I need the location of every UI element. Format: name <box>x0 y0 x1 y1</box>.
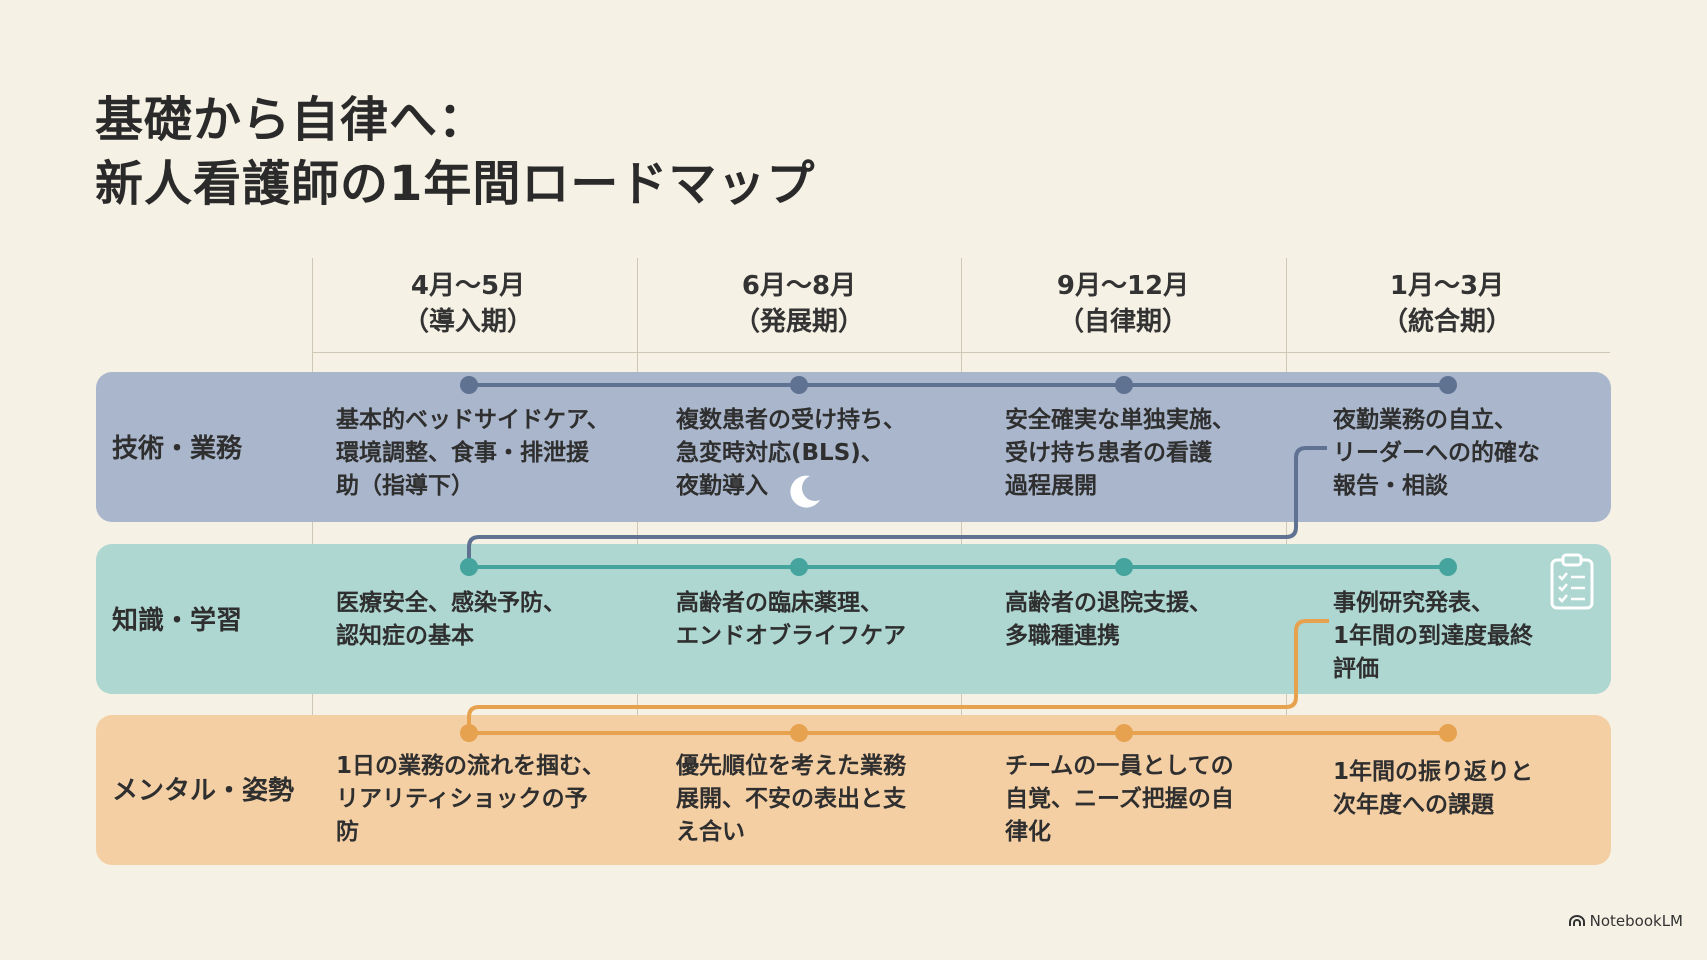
cell-line: 防 <box>336 819 359 845</box>
row-label-knowledge: 知識・学習 <box>112 606 243 636</box>
cell-line: 医療安全、感染予防、 <box>336 590 566 616</box>
cell-line: 評価 <box>1333 656 1379 682</box>
cell-line: 展開、不安の表出と支 <box>676 786 906 812</box>
row-label-skills: 技術・業務 <box>112 434 243 464</box>
cell-line: 複数患者の受け持ち、 <box>676 407 906 433</box>
cell-line: チームの一員としての <box>1005 753 1234 779</box>
title-line-1: 基礎から自律へ： <box>95 92 488 148</box>
cell-line: 1日の業務の流れを掴む、 <box>336 753 606 779</box>
cell-knowledge-sep-dec: 高齢者の退院支援、 多職種連携 <box>1005 587 1295 653</box>
cell-line: 急変時対応(BLS)、 <box>676 440 884 466</box>
cell-line: 基本的ベッドサイドケア、 <box>336 407 610 433</box>
cell-line: 1年間の振り返りと <box>1333 759 1534 785</box>
cell-line: 1年間の到達度最終 <box>1333 623 1534 649</box>
column-period: 4月〜5月 <box>410 271 526 301</box>
timeline-node <box>790 724 808 742</box>
timeline-node <box>460 724 478 742</box>
brand-label: NotebookLM <box>1589 912 1683 930</box>
cell-line: 自覚、ニーズ把握の自 <box>1005 786 1234 812</box>
timeline-node <box>1115 376 1133 394</box>
column-period: 9月〜12月 <box>1056 271 1190 301</box>
column-phase: （自律期） <box>1057 307 1188 337</box>
moon-icon <box>790 475 820 508</box>
cell-line: 優先順位を考えた業務 <box>676 753 906 779</box>
cell-knowledge-jan-mar: 事例研究発表、 1年間の到達度最終 評価 <box>1333 587 1623 686</box>
column-header-jun-aug: 6月〜8月 （発展期） <box>649 268 949 340</box>
row-band-mental <box>96 715 1611 865</box>
timeline-node <box>1439 558 1457 576</box>
cell-line: リーダーへの的確な <box>1333 440 1540 466</box>
cell-skills-jan-mar: 夜勤業務の自立、 リーダーへの的確な 報告・相談 <box>1333 404 1623 503</box>
column-period: 1月〜3月 <box>1389 271 1505 301</box>
column-phase: （導入期） <box>402 307 533 337</box>
header-divider <box>312 352 1610 353</box>
timeline-node <box>790 376 808 394</box>
cell-knowledge-apr-may: 医療安全、感染予防、 認知症の基本 <box>336 587 626 653</box>
clipboard-checklist-icon <box>1550 553 1594 610</box>
page-title: 基礎から自律へ： 新人看護師の1年間ロードマップ <box>95 88 815 216</box>
connector-knowledge-to-mental <box>467 619 1329 733</box>
cell-mental-jun-aug: 優先順位を考えた業務 展開、不安の表出と支 え合い <box>676 750 966 849</box>
row-band-skills <box>96 372 1611 522</box>
cell-line: 律化 <box>1005 819 1051 845</box>
cell-skills-sep-dec: 安全確実な単独実施、 受け持ち患者の看護 過程展開 <box>1005 404 1295 503</box>
column-phase: （発展期） <box>733 307 864 337</box>
cell-line: 多職種連携 <box>1005 623 1120 649</box>
timeline-node <box>1439 376 1457 394</box>
timeline-node <box>460 558 478 576</box>
column-period: 6月〜8月 <box>741 271 857 301</box>
cell-line: 高齢者の退院支援、 <box>1005 590 1212 616</box>
notebooklm-logo-icon <box>1568 915 1585 926</box>
cell-line: 助（指導下） <box>336 473 474 499</box>
cell-line: 高齢者の臨床薬理、 <box>676 590 883 616</box>
cell-line: え合い <box>676 819 745 845</box>
cell-skills-apr-may: 基本的ベッドサイドケア、 環境調整、食事・排泄援 助（指導下） <box>336 404 626 503</box>
title-line-2: 新人看護師の1年間ロードマップ <box>95 156 816 212</box>
timeline-node <box>790 558 808 576</box>
cell-mental-apr-may: 1日の業務の流れを掴む、 リアリティショックの予 防 <box>336 750 626 849</box>
row-label-mental: メンタル・姿勢 <box>112 776 295 806</box>
column-header-sep-dec: 9月〜12月 （自律期） <box>973 268 1273 340</box>
cell-mental-jan-mar: 1年間の振り返りと 次年度への課題 <box>1333 756 1623 822</box>
cell-line: 認知症の基本 <box>336 623 474 649</box>
cell-line: 環境調整、食事・排泄援 <box>336 440 589 466</box>
timeline-node <box>1115 724 1133 742</box>
timeline-node <box>1115 558 1133 576</box>
cell-line: 夜勤業務の自立、 <box>1333 407 1517 433</box>
cell-line: 次年度への課題 <box>1333 792 1494 818</box>
timeline-node <box>460 376 478 394</box>
cell-line: 夜勤導入 <box>676 473 768 499</box>
cell-line: 過程展開 <box>1005 473 1097 499</box>
brand-mark: NotebookLM <box>1568 912 1683 930</box>
column-header-apr-may: 4月〜5月 （導入期） <box>318 268 618 340</box>
cell-skills-jun-aug: 複数患者の受け持ち、 急変時対応(BLS)、 夜勤導入 <box>676 404 966 503</box>
column-header-jan-mar: 1月〜3月 （統合期） <box>1297 268 1597 340</box>
column-phase: （統合期） <box>1381 307 1512 337</box>
cell-line: 事例研究発表、 <box>1333 590 1494 616</box>
cell-line: 報告・相談 <box>1333 473 1448 499</box>
cell-line: 受け持ち患者の看護 <box>1005 440 1212 466</box>
cell-mental-sep-dec: チームの一員としての 自覚、ニーズ把握の自 律化 <box>1005 750 1295 849</box>
cell-line: リアリティショックの予 <box>336 786 588 812</box>
cell-line: 安全確実な単独実施、 <box>1005 407 1235 433</box>
cell-knowledge-jun-aug: 高齢者の臨床薬理、 エンドオブライフケア <box>676 587 966 653</box>
cell-line: エンドオブライフケア <box>676 623 906 649</box>
timeline-node <box>1439 724 1457 742</box>
connector-skills-to-knowledge <box>467 446 1327 567</box>
